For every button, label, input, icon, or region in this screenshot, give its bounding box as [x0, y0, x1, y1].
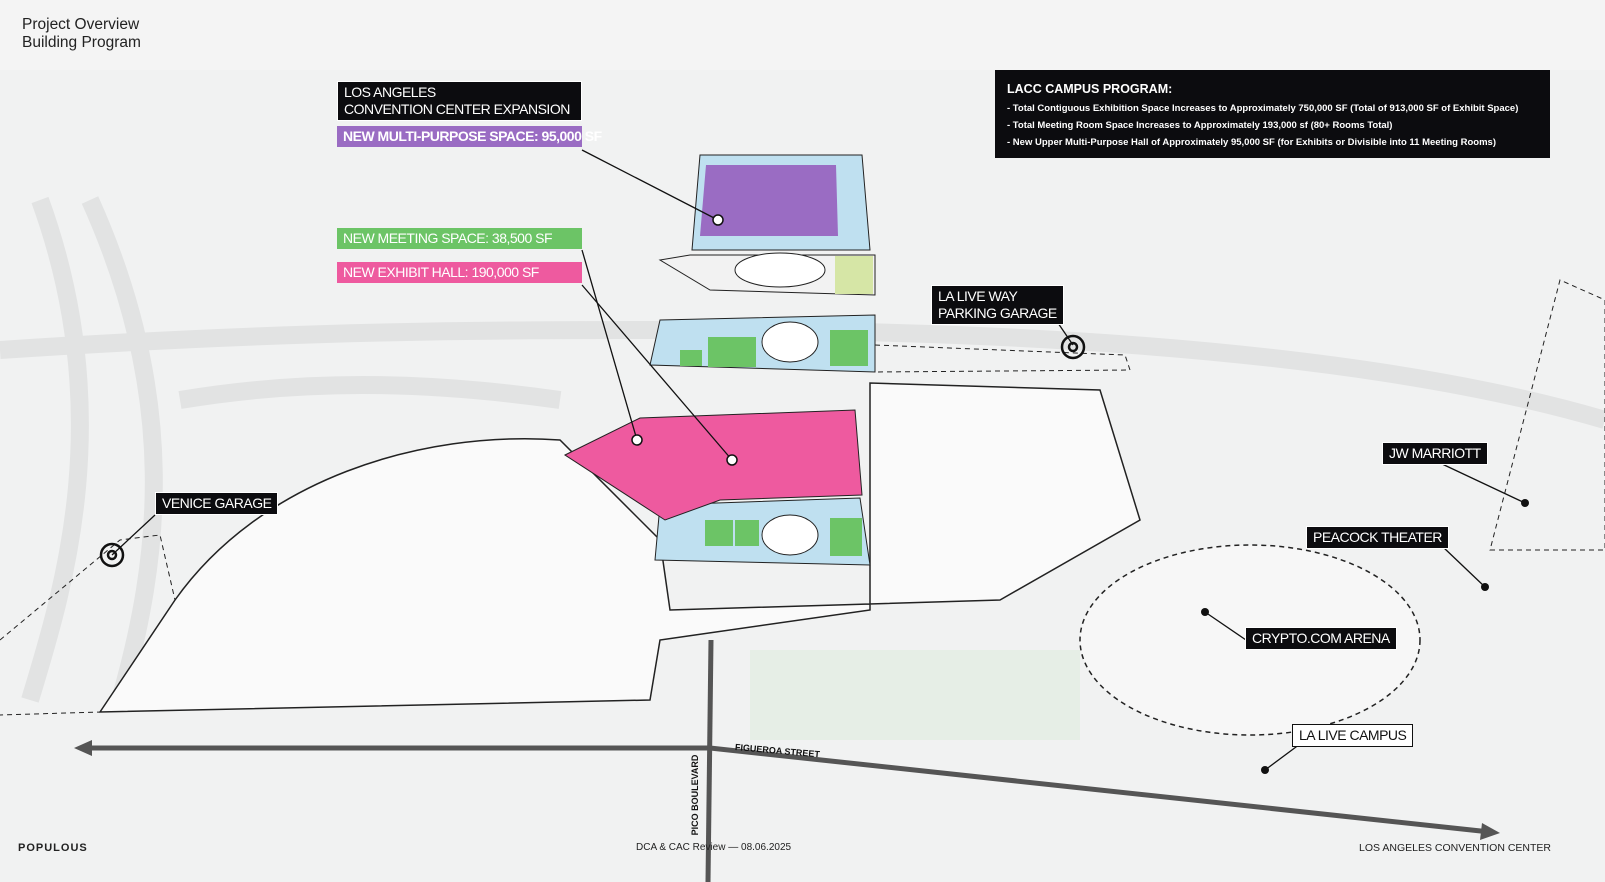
expansion-label-line1: LOS ANGELES	[344, 84, 436, 100]
parking-label-line2: PARKING GARAGE	[938, 305, 1057, 321]
leader-lines	[111, 149, 1526, 771]
campus-program-box: LACC CAMPUS PROGRAM: - Total Contiguous …	[995, 70, 1550, 158]
footer-project-name: LOS ANGELES CONVENTION CENTER	[1359, 842, 1551, 854]
jw-marriott-label: JW MARRIOTT	[1382, 442, 1488, 465]
meeting-space-label: NEW MEETING SPACE: 38,500 SF	[337, 228, 582, 249]
campus-program-item: - New Upper Multi-Purpose Hall of Approx…	[1007, 137, 1496, 148]
exhibit-hall-label: NEW EXHIBIT HALL: 190,000 SF	[337, 262, 582, 283]
expansion-label-line2: CONVENTION CENTER EXPANSION	[344, 101, 570, 117]
title-line-1: Project Overview	[22, 16, 140, 33]
page-title: Project Overview Building Program	[22, 16, 141, 52]
multipurpose-label: NEW MULTI-PURPOSE SPACE: 95,000 SF	[337, 126, 602, 147]
title-line-2: Building Program	[22, 34, 141, 51]
venice-garage-label: VENICE GARAGE	[155, 492, 279, 515]
target-markers	[99, 334, 1086, 568]
crypto-arena-label: CRYPTO.COM ARENA	[1245, 627, 1397, 650]
campus-program-item: - Total Contiguous Exhibition Space Incr…	[1007, 103, 1519, 114]
parking-label-line1: LA LIVE WAY	[938, 288, 1018, 304]
parking-garage-label: LA LIVE WAY PARKING GARAGE	[931, 285, 1064, 325]
campus-program-title: LACC CAMPUS PROGRAM:	[1007, 82, 1173, 96]
pico-boulevard-label: PICO BOULEVARD	[690, 754, 700, 836]
roads	[80, 639, 1491, 882]
footer-review-date: DCA & CAC Review — 08.06.2025	[636, 842, 792, 853]
peacock-theater-label: PEACOCK THEATER	[1306, 526, 1449, 549]
populous-logo: POPULOUS	[18, 842, 88, 854]
multipurpose-space	[700, 165, 838, 236]
la-live-campus-label: LA LIVE CAMPUS	[1292, 724, 1414, 747]
plaza	[750, 650, 1080, 740]
campus-program-item: - Total Meeting Room Space Increases to …	[1007, 120, 1393, 131]
convention-center-outline	[98, 382, 1141, 713]
expansion-label: LOS ANGELES CONVENTION CENTER EXPANSION	[337, 81, 582, 121]
